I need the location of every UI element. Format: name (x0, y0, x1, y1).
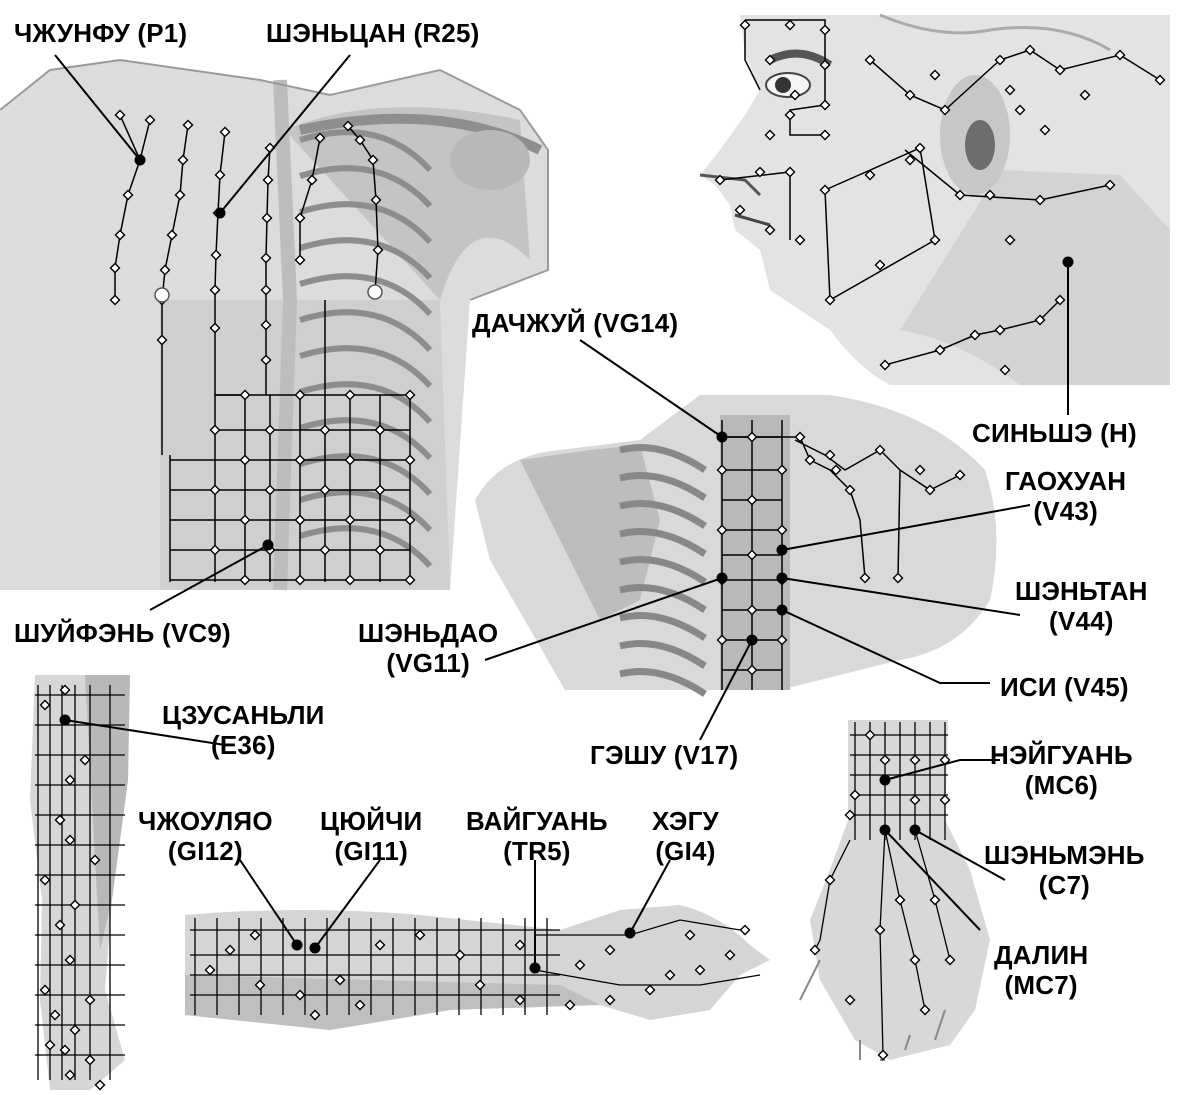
head-illustration (700, 15, 1170, 385)
key-acupoint (263, 540, 274, 551)
key-acupoint (777, 605, 788, 616)
hand-illustration (800, 720, 990, 1060)
label-zusanli-e36: ЦЗУСАНЬЛИ(E36) (162, 700, 325, 760)
label-quchi-gi11: ЦЮЙЧИ(GI11) (320, 806, 422, 866)
key-acupoint (292, 940, 303, 951)
label-dazhui-vg14: ДАЧЖУЙ (VG14) (472, 308, 678, 338)
label-gaohuang-v43: ГАОХУАН(V43) (1005, 466, 1126, 526)
acupoint-marker (741, 926, 750, 935)
label-waiguan-tr5: ВАЙГУАНЬ(TR5) (466, 806, 608, 866)
label-hegu-gi4: ХЭГУ(GI4) (652, 806, 719, 866)
label-neiguan-mc6: НЭЙГУАНЬ(MC6) (990, 740, 1133, 800)
key-acupoint (310, 943, 321, 954)
chest-illustration (0, 60, 548, 590)
label-shencang-r25: ШЭНЬЦАН (R25) (266, 18, 479, 48)
key-acupoint (717, 432, 728, 443)
leg-illustration (30, 675, 130, 1090)
key-acupoint (747, 635, 758, 646)
key-acupoint (625, 928, 636, 939)
key-acupoint (880, 775, 891, 786)
key-acupoint (910, 825, 921, 836)
key-acupoint (1063, 257, 1074, 268)
key-acupoint (777, 545, 788, 556)
key-acupoint (530, 963, 541, 974)
key-acupoint (60, 715, 71, 726)
arm-illustration (185, 905, 770, 1030)
label-geshu-v17: ГЭШУ (V17) (590, 740, 738, 770)
label-shentang-v44: ШЭНЬТАН(V44) (1015, 576, 1148, 636)
label-daling-mc7: ДАЛИН(MC7) (994, 940, 1088, 1000)
key-acupoint (717, 573, 728, 584)
label-shendao-vg11: ШЭНЬДАО(VG11) (358, 618, 498, 678)
key-acupoint (777, 573, 788, 584)
label-yixi-v45: ИСИ (V45) (1000, 672, 1129, 702)
label-zhongfu-p1: ЧЖУНФУ (P1) (14, 18, 187, 48)
label-shenmen-c7: ШЭНЬМЭНЬ(C7) (984, 840, 1145, 900)
back-illustration (475, 395, 996, 694)
key-acupoint (215, 208, 226, 219)
key-acupoint (135, 155, 146, 166)
key-acupoint (880, 825, 891, 836)
label-zhouliao-gi12: ЧЖОУЛЯО(GI12) (138, 806, 273, 866)
label-shuifen-vc9: ШУЙФЭНЬ (VC9) (14, 618, 231, 648)
label-xinshe-h: СИНЬШЭ (H) (972, 418, 1137, 448)
